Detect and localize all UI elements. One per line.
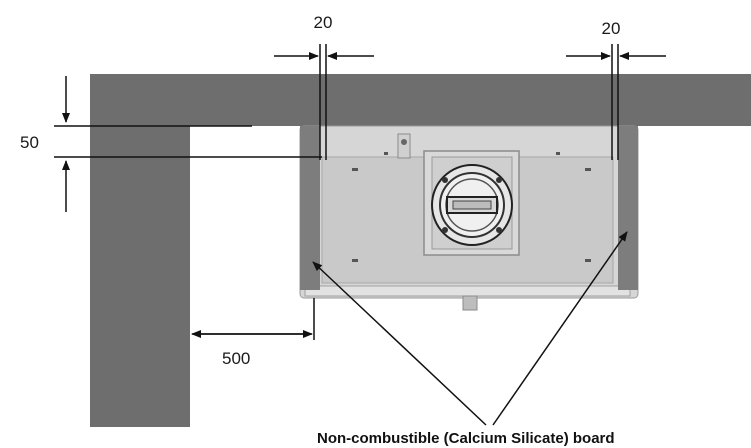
board-caption: Non-combustible (Calcium Silicate) board — [317, 430, 615, 447]
side-clearance-label: 500 — [222, 349, 250, 368]
right-gap-dimension: 20 — [566, 19, 666, 160]
left-board — [300, 126, 320, 290]
board-leader-lines — [312, 231, 628, 426]
hanger-bracket — [397, 133, 411, 159]
right-gap-label: 20 — [602, 19, 621, 38]
fan-icon — [431, 164, 513, 246]
ceiling-slab — [90, 74, 751, 126]
side-clearance-dimension: 500 — [191, 298, 315, 368]
left-gap-dimension: 20 — [274, 13, 374, 160]
left-wall — [90, 126, 190, 427]
indoor-unit — [299, 125, 639, 311]
drain-pipe — [462, 295, 478, 311]
height-gap-label: 50 — [20, 133, 39, 152]
right-board — [618, 126, 638, 290]
height-gap-dimension: 50 — [20, 76, 322, 212]
left-gap-label: 20 — [314, 13, 333, 32]
